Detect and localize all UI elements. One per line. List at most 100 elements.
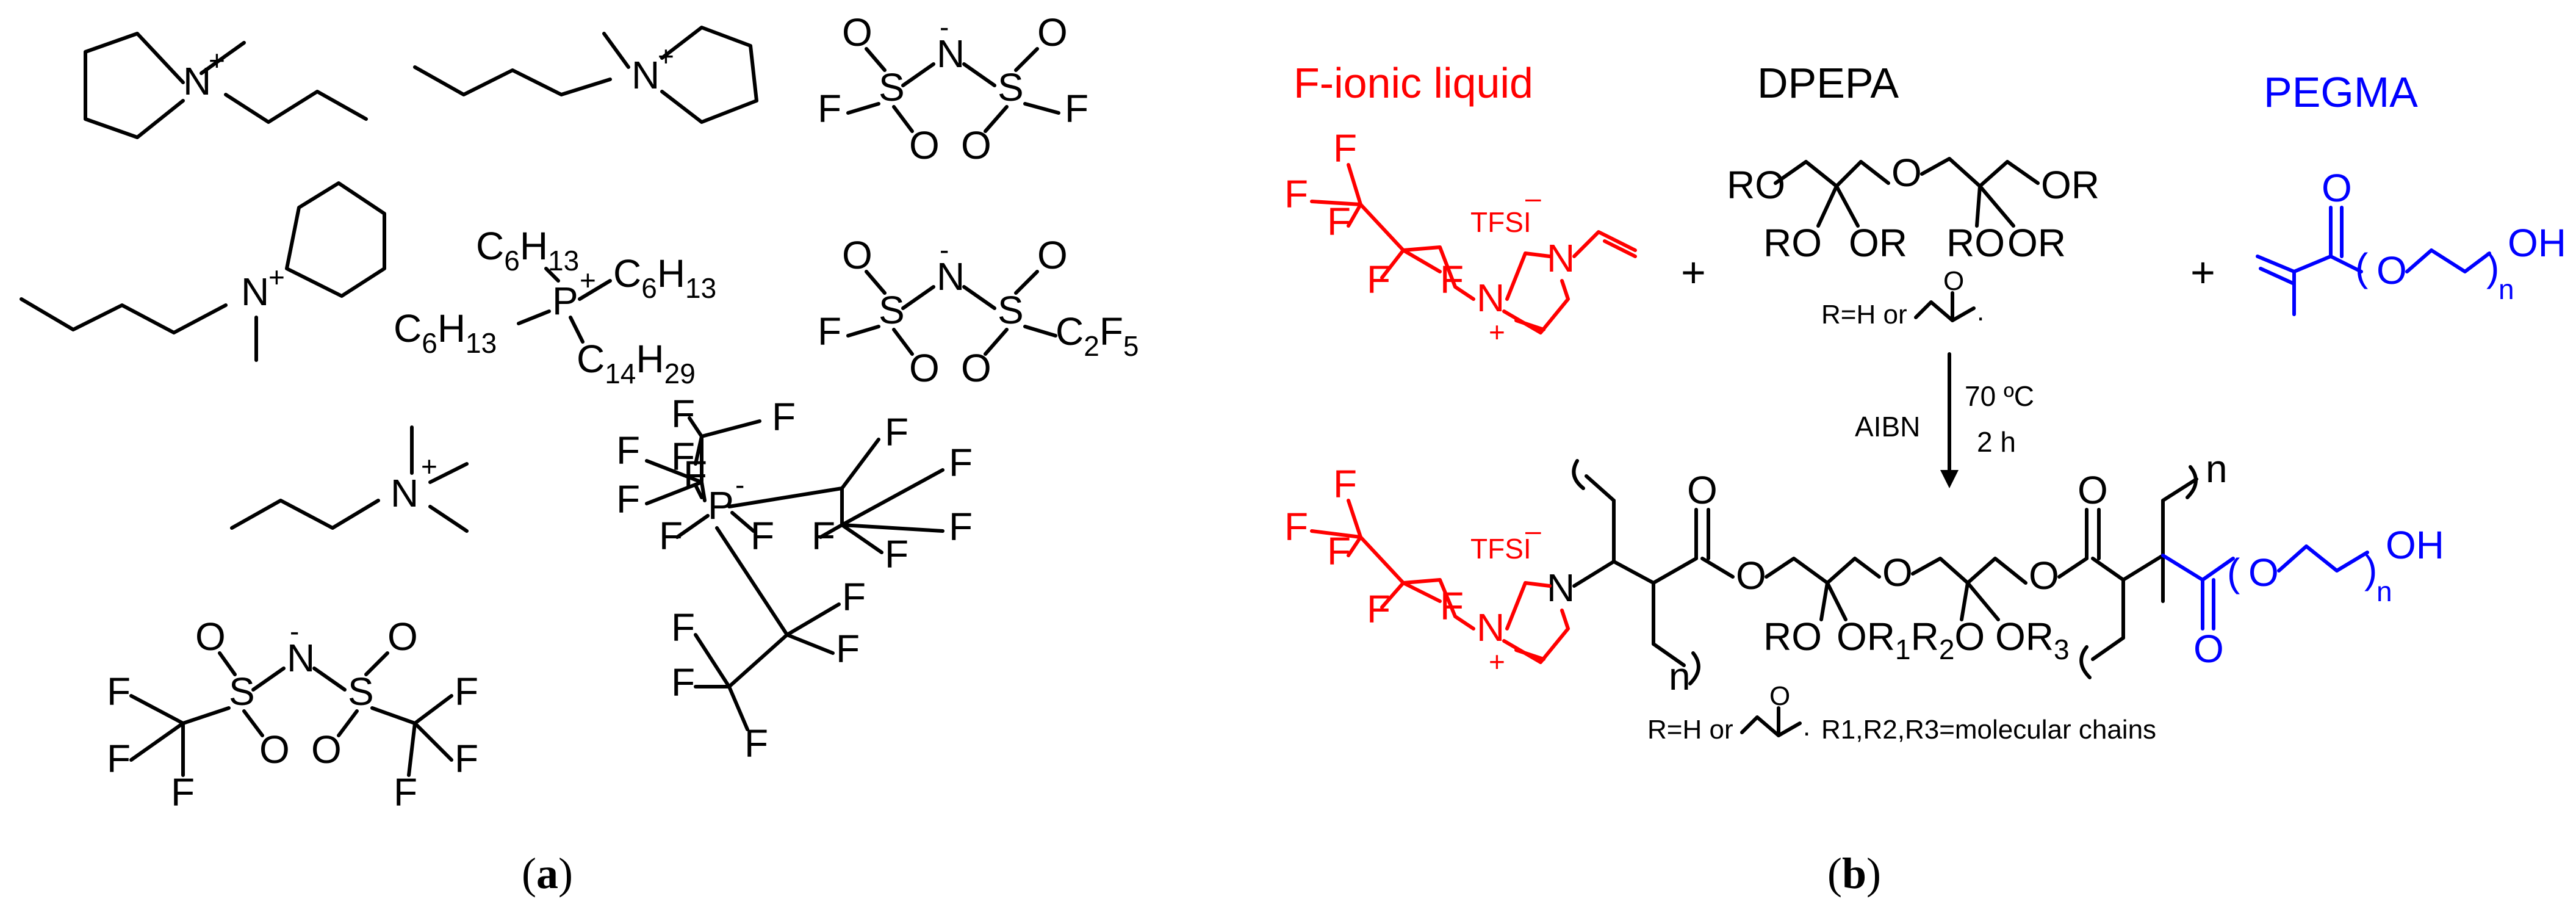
initiator-label: AIBN (1855, 411, 1920, 443)
pyrrolidinium-cation-2: N + (413, 26, 758, 124)
svg-text:F: F (455, 737, 478, 781)
svg-text:O: O (311, 728, 342, 771)
svg-text:F: F (842, 575, 866, 619)
svg-text:F: F (1333, 462, 1357, 506)
charge-plus: + (209, 45, 225, 76)
pegma-structure: O ( O ) n OH (2256, 166, 2566, 316)
nitrogen-atom: N (631, 53, 660, 97)
svg-text:S: S (998, 288, 1024, 332)
nitrogen-atom: N (390, 471, 419, 515)
svg-text:F: F (671, 660, 695, 704)
svg-text:O: O (909, 346, 940, 390)
svg-text:+: + (1489, 316, 1505, 348)
r-definition-reactant: R=H or (1821, 300, 1907, 330)
svg-text:O: O (195, 615, 226, 659)
oxygen-atom: O (1037, 10, 1068, 54)
svg-text:O: O (1943, 266, 1964, 296)
svg-text:F: F (949, 505, 973, 549)
svg-text:O: O (2376, 248, 2407, 292)
svg-text:N: N (1547, 236, 1575, 280)
svg-text:F: F (394, 770, 417, 814)
svg-text:O: O (1687, 468, 1718, 512)
fsi-anion: O S N - S O F F O O (818, 10, 1088, 167)
svg-text:C14H29: C14H29 (577, 337, 696, 389)
svg-text:OH: OH (2508, 221, 2566, 265)
charge-minus: - (940, 11, 949, 43)
svg-text:O: O (1769, 681, 1790, 711)
svg-text:n: n (2376, 576, 2392, 607)
svg-text:S: S (229, 670, 255, 714)
label-f-ionic-liquid: F-ionic liquid (1293, 59, 1533, 107)
charge-plus: + (421, 450, 437, 482)
svg-text:O: O (1037, 233, 1068, 277)
anion-label: TFSI (1470, 206, 1531, 238)
svg-text:F: F (107, 737, 131, 781)
svg-text:OR: OR (2007, 221, 2066, 265)
svg-text:F: F (616, 477, 640, 521)
nitrogen-atom: N (937, 32, 965, 76)
svg-text:TFSI: TFSI (1470, 533, 1531, 565)
svg-text:N: N (1547, 566, 1575, 610)
oxygen-atom: O (842, 10, 872, 54)
svg-text:C6H13: C6H13 (394, 306, 497, 359)
svg-text:F: F (1327, 200, 1351, 244)
nitrogen-atom: N (241, 270, 269, 314)
piperidinium-cation: N + (20, 181, 386, 362)
svg-text:F: F (836, 627, 860, 671)
svg-text:F: F (1284, 505, 1308, 549)
svg-text:–: – (1525, 515, 1541, 546)
svg-text:S: S (879, 288, 905, 332)
svg-text:): ) (2364, 547, 2377, 591)
temperature-label: 70 ºC (1965, 380, 2034, 412)
svg-text:.: . (1803, 712, 1810, 742)
svg-text:N: N (287, 636, 315, 680)
svg-text:F: F (1333, 126, 1357, 170)
svg-text:F: F (750, 514, 774, 558)
svg-text:F: F (949, 441, 973, 485)
product-structure: F F F F F TFSI – N + N (1284, 447, 2444, 698)
tfsi-anion: O S N - S O O O F F F F F F (107, 615, 478, 814)
svg-text:F: F (1367, 587, 1391, 631)
dpepa-structure: RO RO OR O RO OR OR R=H or O . (1727, 151, 2099, 330)
svg-text:RO: RO (1763, 221, 1822, 265)
svg-text:O: O (842, 233, 872, 277)
svg-text:S: S (348, 670, 374, 714)
svg-text:–: – (1525, 182, 1541, 214)
plus-sign-2: + (2190, 248, 2215, 296)
panel-a-caption: (a) (522, 849, 573, 898)
svg-text:-: - (735, 469, 744, 500)
svg-text:OR: OR (1849, 221, 1907, 265)
svg-text:O: O (2322, 166, 2352, 210)
svg-text:(: ( (2355, 245, 2368, 289)
plus-sign-1: + (1681, 248, 1706, 296)
fluorine-atom: F (1065, 87, 1088, 131)
time-label: 2 h (1977, 426, 2016, 458)
svg-text:(: ( (2227, 551, 2240, 594)
svg-text:O: O (2078, 468, 2108, 512)
ammonium-cation: N + (230, 425, 469, 533)
svg-text:F: F (455, 670, 478, 714)
svg-text:OH: OH (2386, 523, 2444, 567)
r-chains-note: R1,R2,R3=molecular chains (1821, 715, 2156, 745)
svg-text:F: F (671, 605, 695, 649)
panel-b-scheme: F-ionic liquid DPEPA PEGMA F F F F F TFS… (1284, 59, 2566, 898)
panel-b-caption: (b) (1827, 849, 1881, 898)
fluorine-atom: F (818, 87, 841, 131)
svg-text:O: O (2193, 627, 2224, 671)
svg-text:O: O (259, 728, 290, 771)
svg-text:F: F (772, 395, 796, 439)
svg-text:O: O (1891, 151, 1922, 195)
label-pegma: PEGMA (2264, 68, 2418, 116)
svg-text:-: - (290, 615, 299, 647)
svg-text:C6H13: C6H13 (476, 224, 579, 276)
r-definition-product: R=H or (1647, 715, 1733, 745)
svg-text:C2F5: C2F5 (1056, 309, 1139, 362)
svg-text:n: n (2206, 447, 2228, 491)
svg-text:OR: OR (2041, 163, 2099, 207)
charge-plus: + (658, 40, 674, 72)
svg-text:F: F (885, 532, 908, 576)
svg-text:n: n (2499, 273, 2514, 305)
svg-text:RO: RO (1946, 221, 2005, 265)
svg-text:n: n (1669, 654, 1691, 698)
